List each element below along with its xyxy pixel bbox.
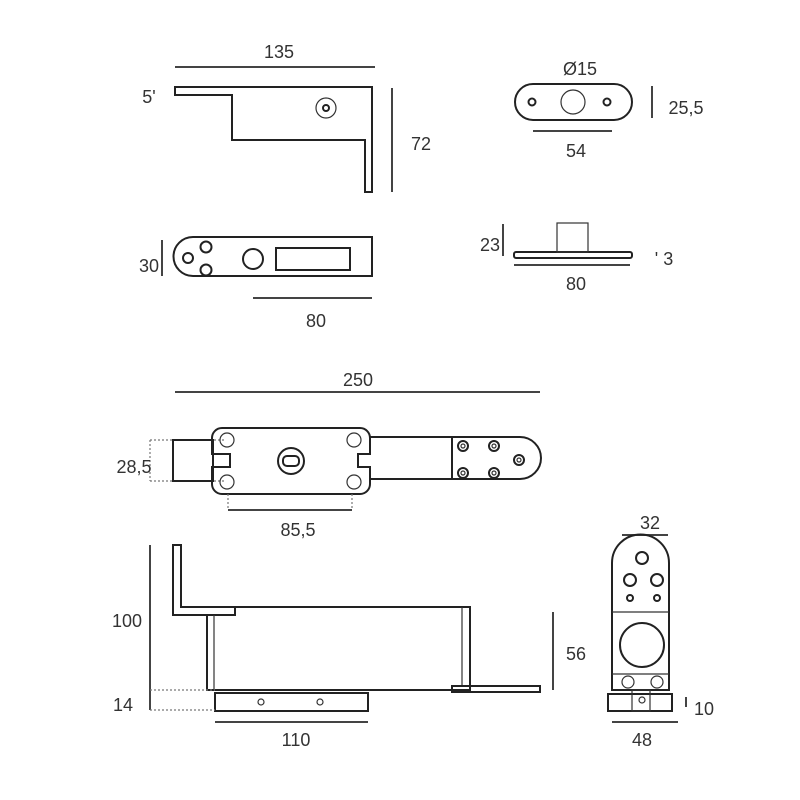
dim-base-height-label: 10 (694, 699, 714, 719)
top-plate-plan-view: Ø15 25,5 54 (514, 59, 704, 161)
arm-plan-view: 250 28,5 85,5 (116, 370, 542, 540)
dim-spacing-label: 85,5 (280, 520, 315, 540)
dim-body-height-label: 56 (566, 644, 586, 664)
top-bracket-side-view: 135 5' 72 (142, 42, 431, 193)
plate-outline (514, 83, 633, 121)
dim-width-label: 135 (264, 42, 294, 62)
dim-width-label: 28,5 (116, 457, 151, 477)
slot (275, 247, 351, 271)
dim-thickness-label: ' 3 (655, 249, 673, 269)
dim-length-label: 80 (306, 311, 326, 331)
dim-width-label: 30 (139, 256, 159, 276)
dim-length-label: 80 (566, 274, 586, 294)
dim-base-length-label: 110 (282, 730, 311, 750)
dim-width-label: 25,5 (668, 98, 703, 118)
bottom-side-view: 100 14 56 110 (112, 544, 586, 750)
dim-diameter-label: Ø15 (563, 59, 597, 79)
pivot-hole (322, 104, 330, 112)
bracket-outline (174, 86, 373, 193)
dim-thickness-label: 5' (142, 87, 155, 107)
dim-base-width-label: 48 (632, 730, 652, 750)
dim-width-label: 32 (640, 513, 660, 533)
top-plate-side-view: 23 ' 3 80 (480, 222, 673, 294)
pivot-circle (315, 97, 337, 119)
dim-height-label: 23 (480, 235, 500, 255)
dim-length-label: 250 (343, 370, 373, 390)
dim-height-label: 100 (112, 611, 142, 631)
dim-length-label: 54 (566, 141, 586, 161)
dim-base-height-label: 14 (113, 695, 133, 715)
dim-height-label: 72 (411, 134, 431, 154)
bracket-plan-outline (172, 236, 373, 277)
pivot-hole (242, 248, 264, 270)
top-bracket-plan-view: 30 80 (139, 236, 373, 331)
bottom-end-view: 32 10 48 (607, 513, 714, 750)
